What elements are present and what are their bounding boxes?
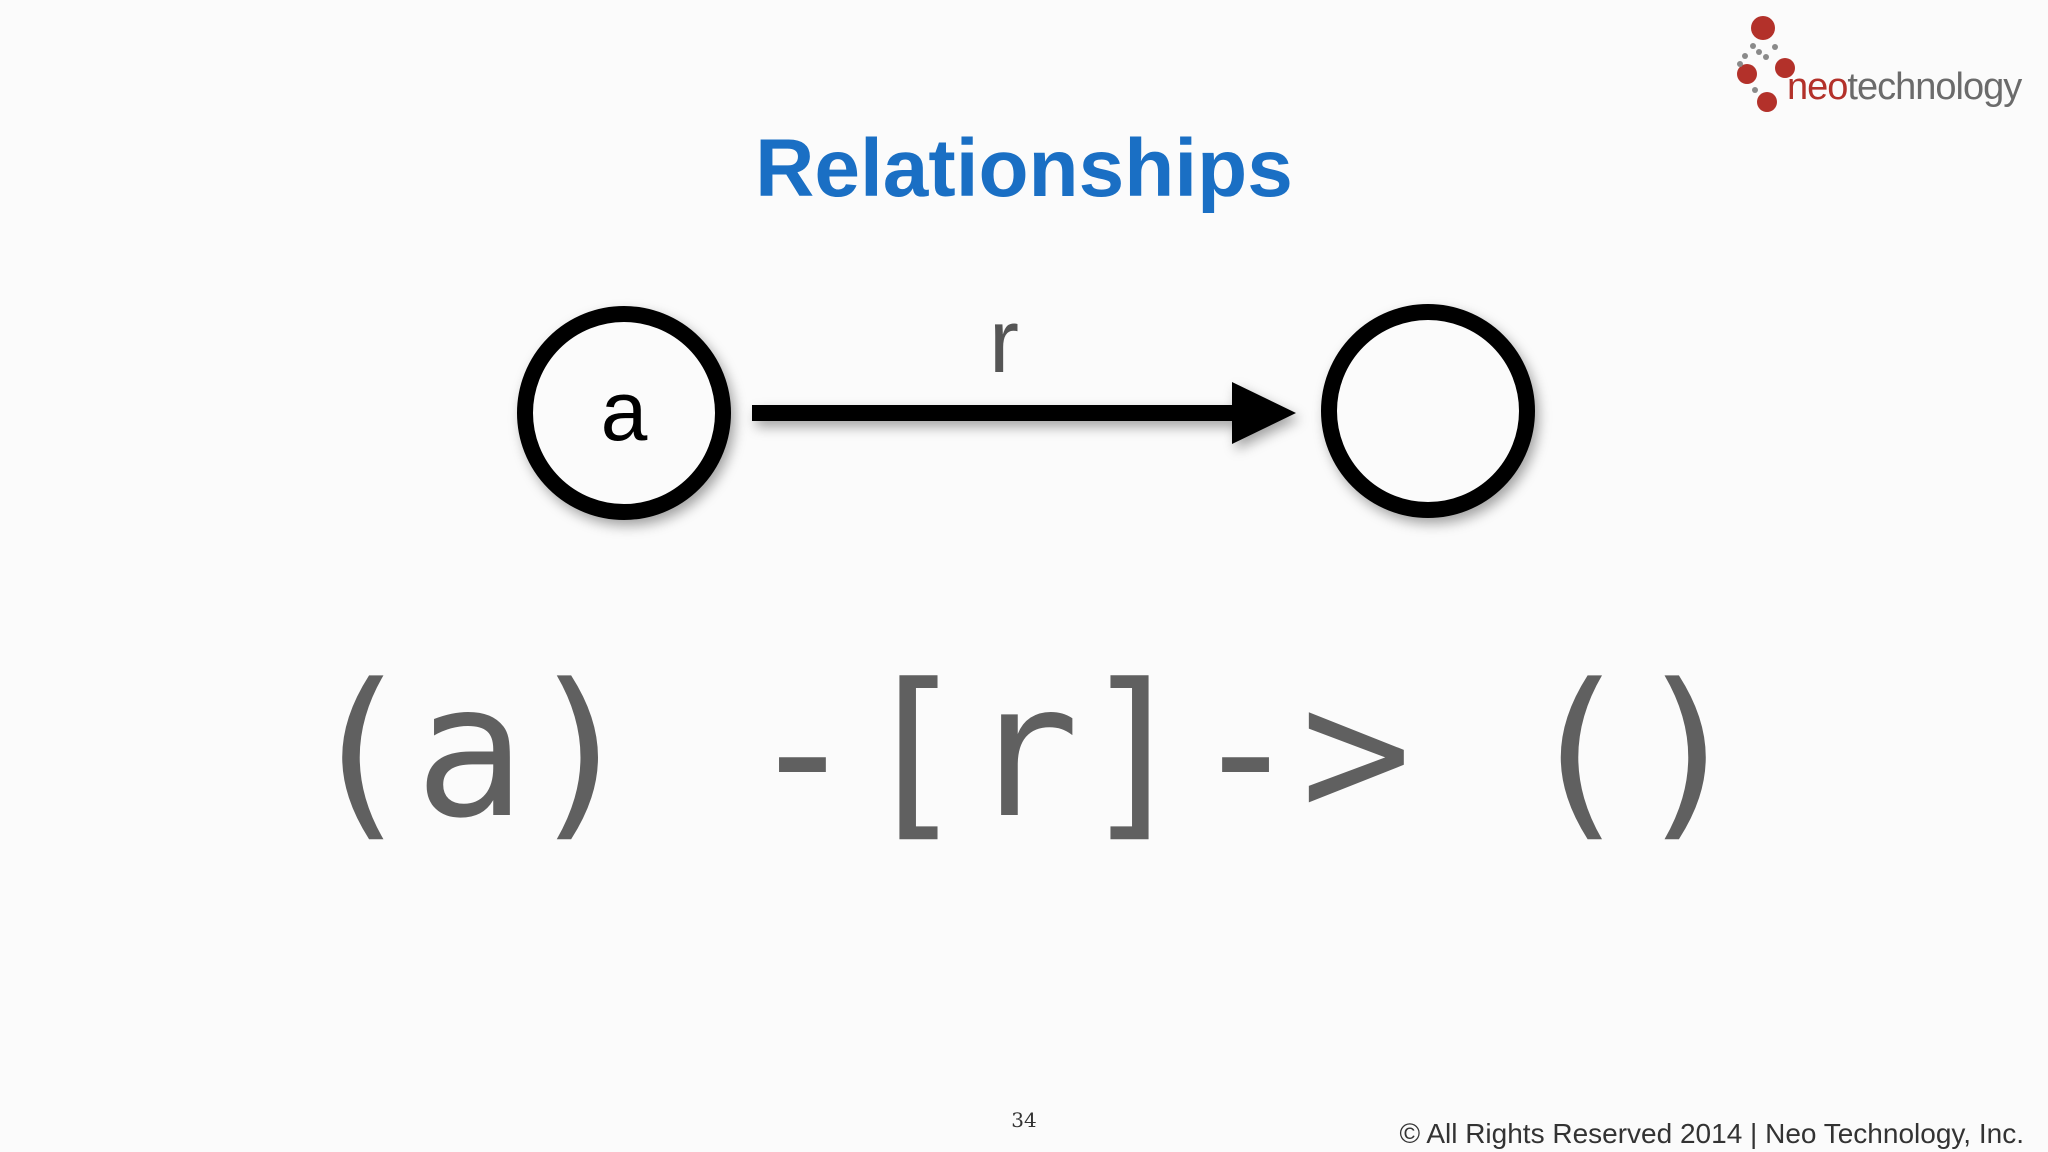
arrowhead-icon	[1232, 382, 1296, 444]
cypher-pattern: (a) -[r]-> ()	[303, 645, 1745, 859]
node-anonymous	[1321, 304, 1535, 518]
logo-dots-icon	[1737, 16, 1795, 112]
logo-wordmark: neotechnology	[1787, 66, 2022, 108]
page-number: 34	[1011, 1108, 1037, 1132]
logo-text-neo: neo	[1787, 66, 1848, 108]
logo-text-technology: technology	[1847, 66, 2022, 108]
edge-r	[752, 382, 1296, 444]
node-a	[517, 306, 731, 520]
copyright-notice: © All Rights Reserved 2014 | Neo Technol…	[1399, 1118, 2024, 1149]
node-a-label: a	[601, 364, 648, 458]
slide-title: Relationships	[755, 123, 1293, 214]
edge-r-label: r	[989, 292, 1019, 392]
neo-technology-logo: neotechnology	[1735, 14, 2035, 124]
